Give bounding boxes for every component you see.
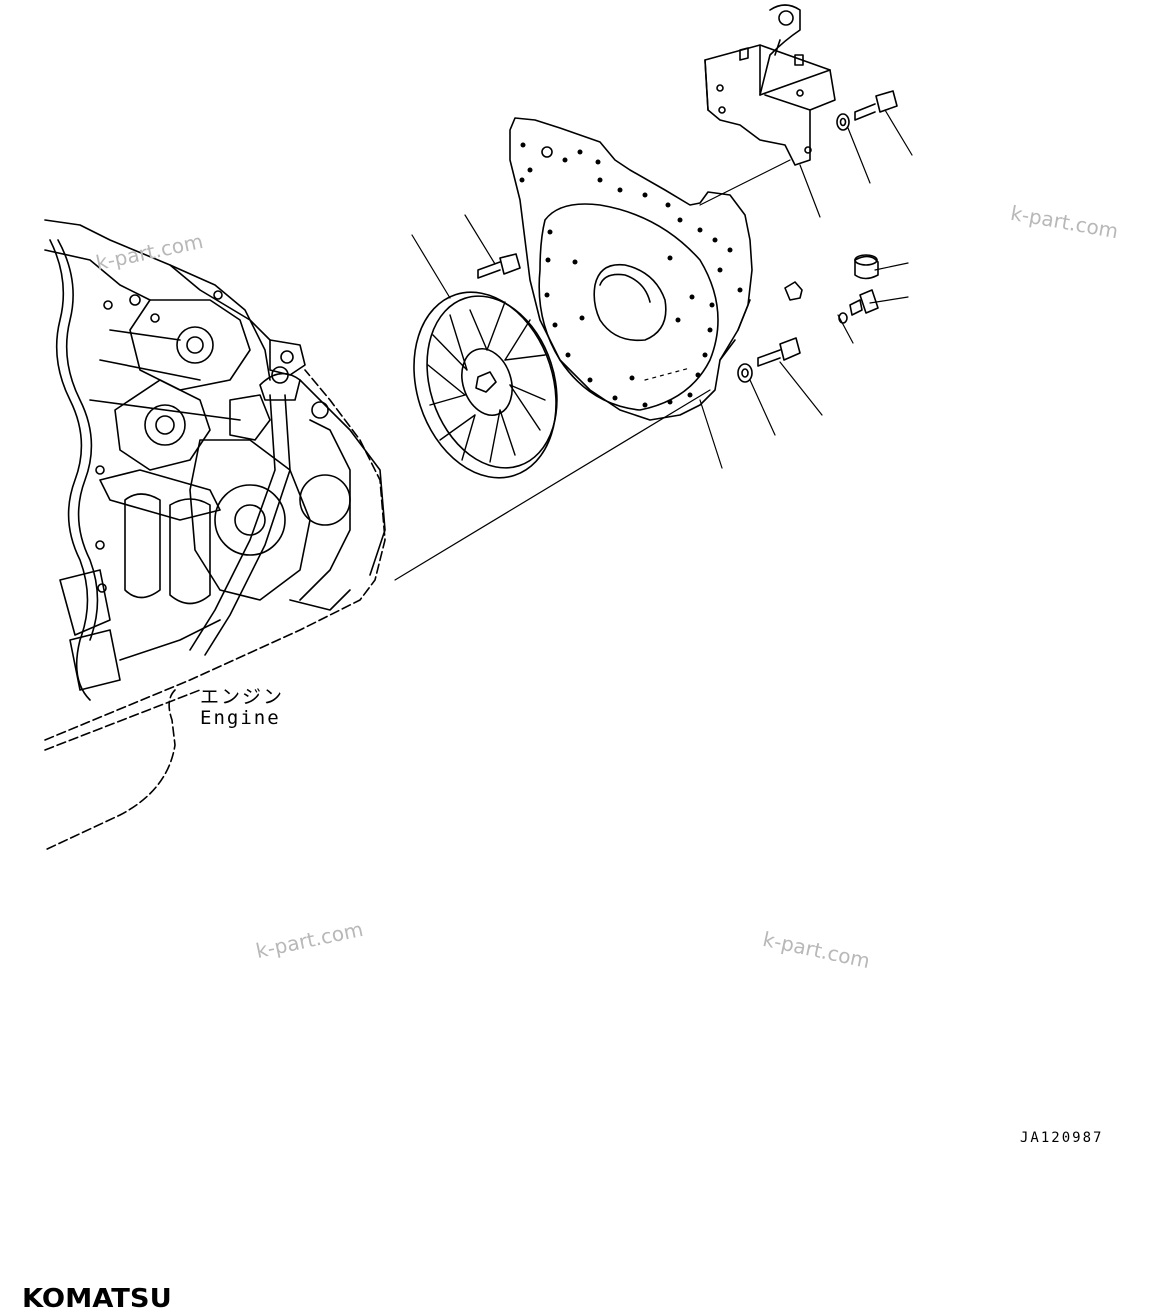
flywheel-housing [509, 117, 753, 421]
bolt-flywheel [477, 253, 521, 279]
washer-housing [737, 363, 753, 383]
mounting-bracket [704, 4, 836, 166]
washer-bracket [836, 113, 850, 131]
flywheel-cover [413, 291, 558, 479]
engine-label-jp: エンジン [200, 686, 285, 708]
brand-logo: KOMATSU [22, 1284, 172, 1314]
engine-assembly [44, 219, 386, 851]
elbow-fitting [849, 289, 879, 316]
drawing-number: JA120987 [1020, 1130, 1104, 1146]
bolt-bracket [854, 90, 898, 121]
o-ring [838, 312, 848, 324]
nipple [854, 254, 879, 280]
engine-label-en: Engine [200, 707, 281, 729]
bolt-housing [757, 337, 801, 367]
assembly-lines [394, 109, 913, 581]
plug [784, 281, 803, 301]
